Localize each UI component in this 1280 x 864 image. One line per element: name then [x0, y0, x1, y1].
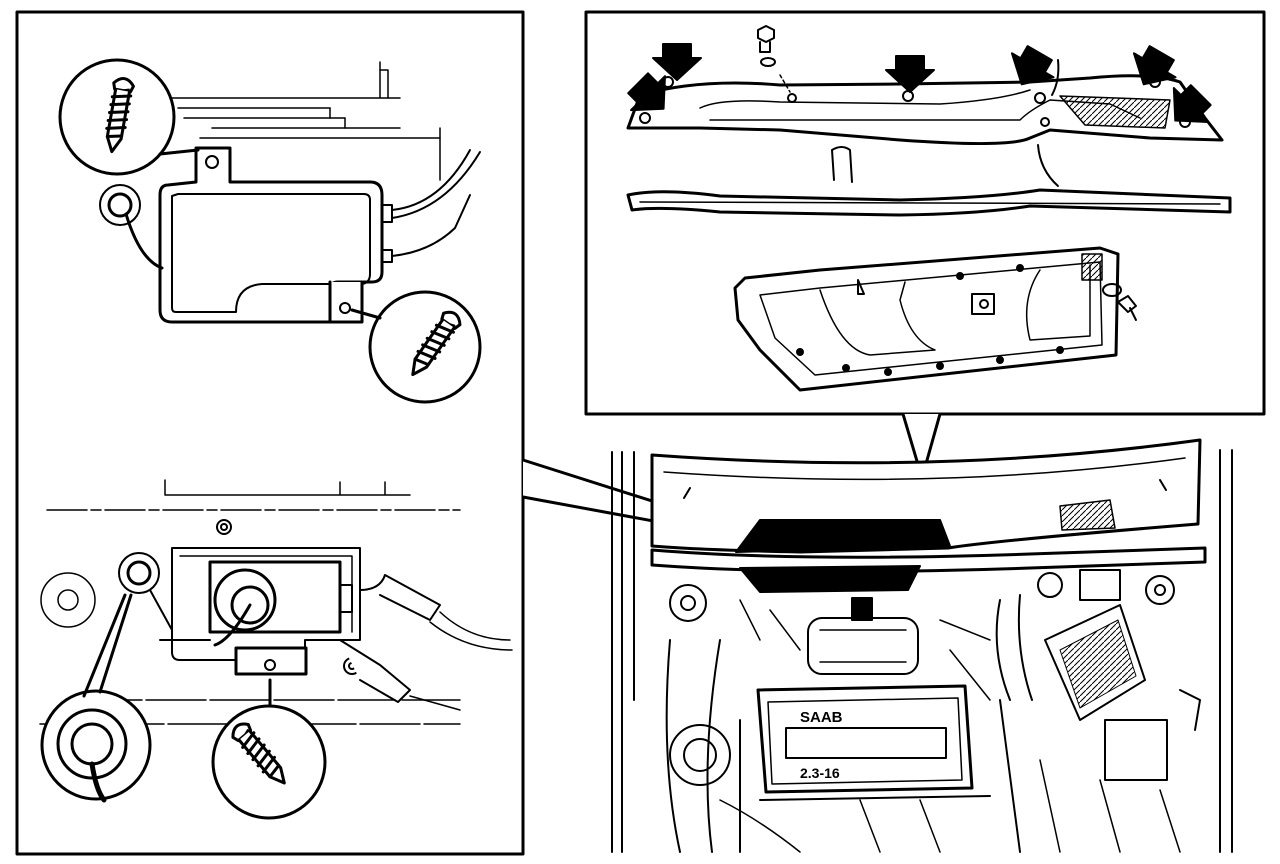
arrow-2 [652, 43, 702, 81]
engine: SAAB 2.3-16 [665, 569, 1201, 853]
grommet [99, 184, 141, 226]
left-panel-frame [15, 10, 525, 856]
top-right-detail-panel [584, 10, 1266, 480]
left-detail-panel [15, 10, 525, 856]
valve-cover-brand-label: SAAB [800, 709, 843, 726]
bolt-and-washer [757, 25, 791, 93]
pump-motor [213, 568, 277, 632]
cowl-removed-area [735, 519, 951, 553]
upper-detail-module [58, 58, 482, 404]
engine-code-label: 2.3-16 [800, 765, 840, 781]
lower-detail-module [39, 479, 513, 820]
engine-bay-view: SAAB 2.3-16 [521, 438, 1233, 853]
valve-cover [756, 684, 974, 794]
lower-panel [733, 246, 1120, 392]
